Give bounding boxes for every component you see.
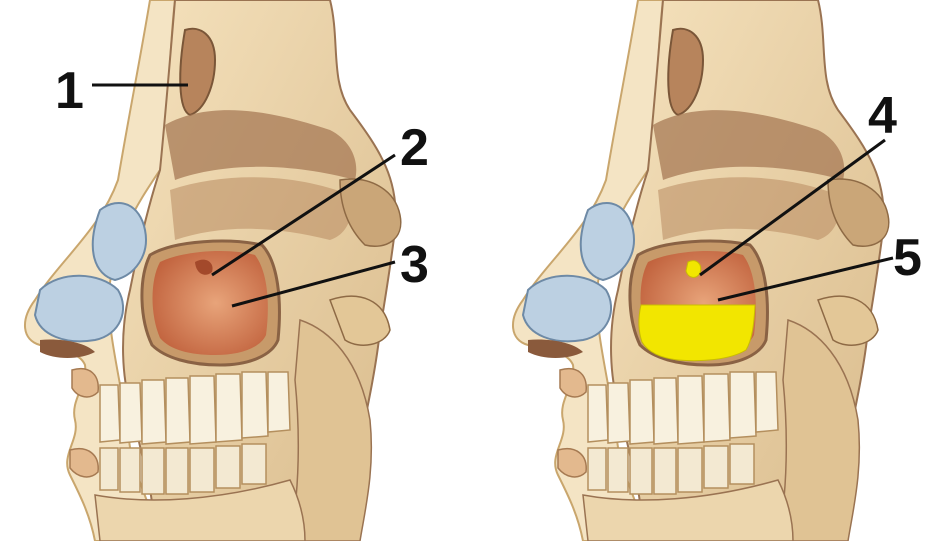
callout-4: 4 bbox=[868, 87, 897, 145]
callout-2: 2 bbox=[400, 119, 429, 177]
fluid-level-highlight bbox=[639, 305, 755, 361]
callout-1: 1 bbox=[55, 62, 84, 120]
right-panel: 4 5 bbox=[513, 0, 922, 541]
small-yellow-spot bbox=[686, 261, 701, 278]
callout-5: 5 bbox=[893, 229, 922, 287]
left-panel: 1 2 3 bbox=[25, 0, 429, 541]
callout-3: 3 bbox=[400, 236, 429, 294]
